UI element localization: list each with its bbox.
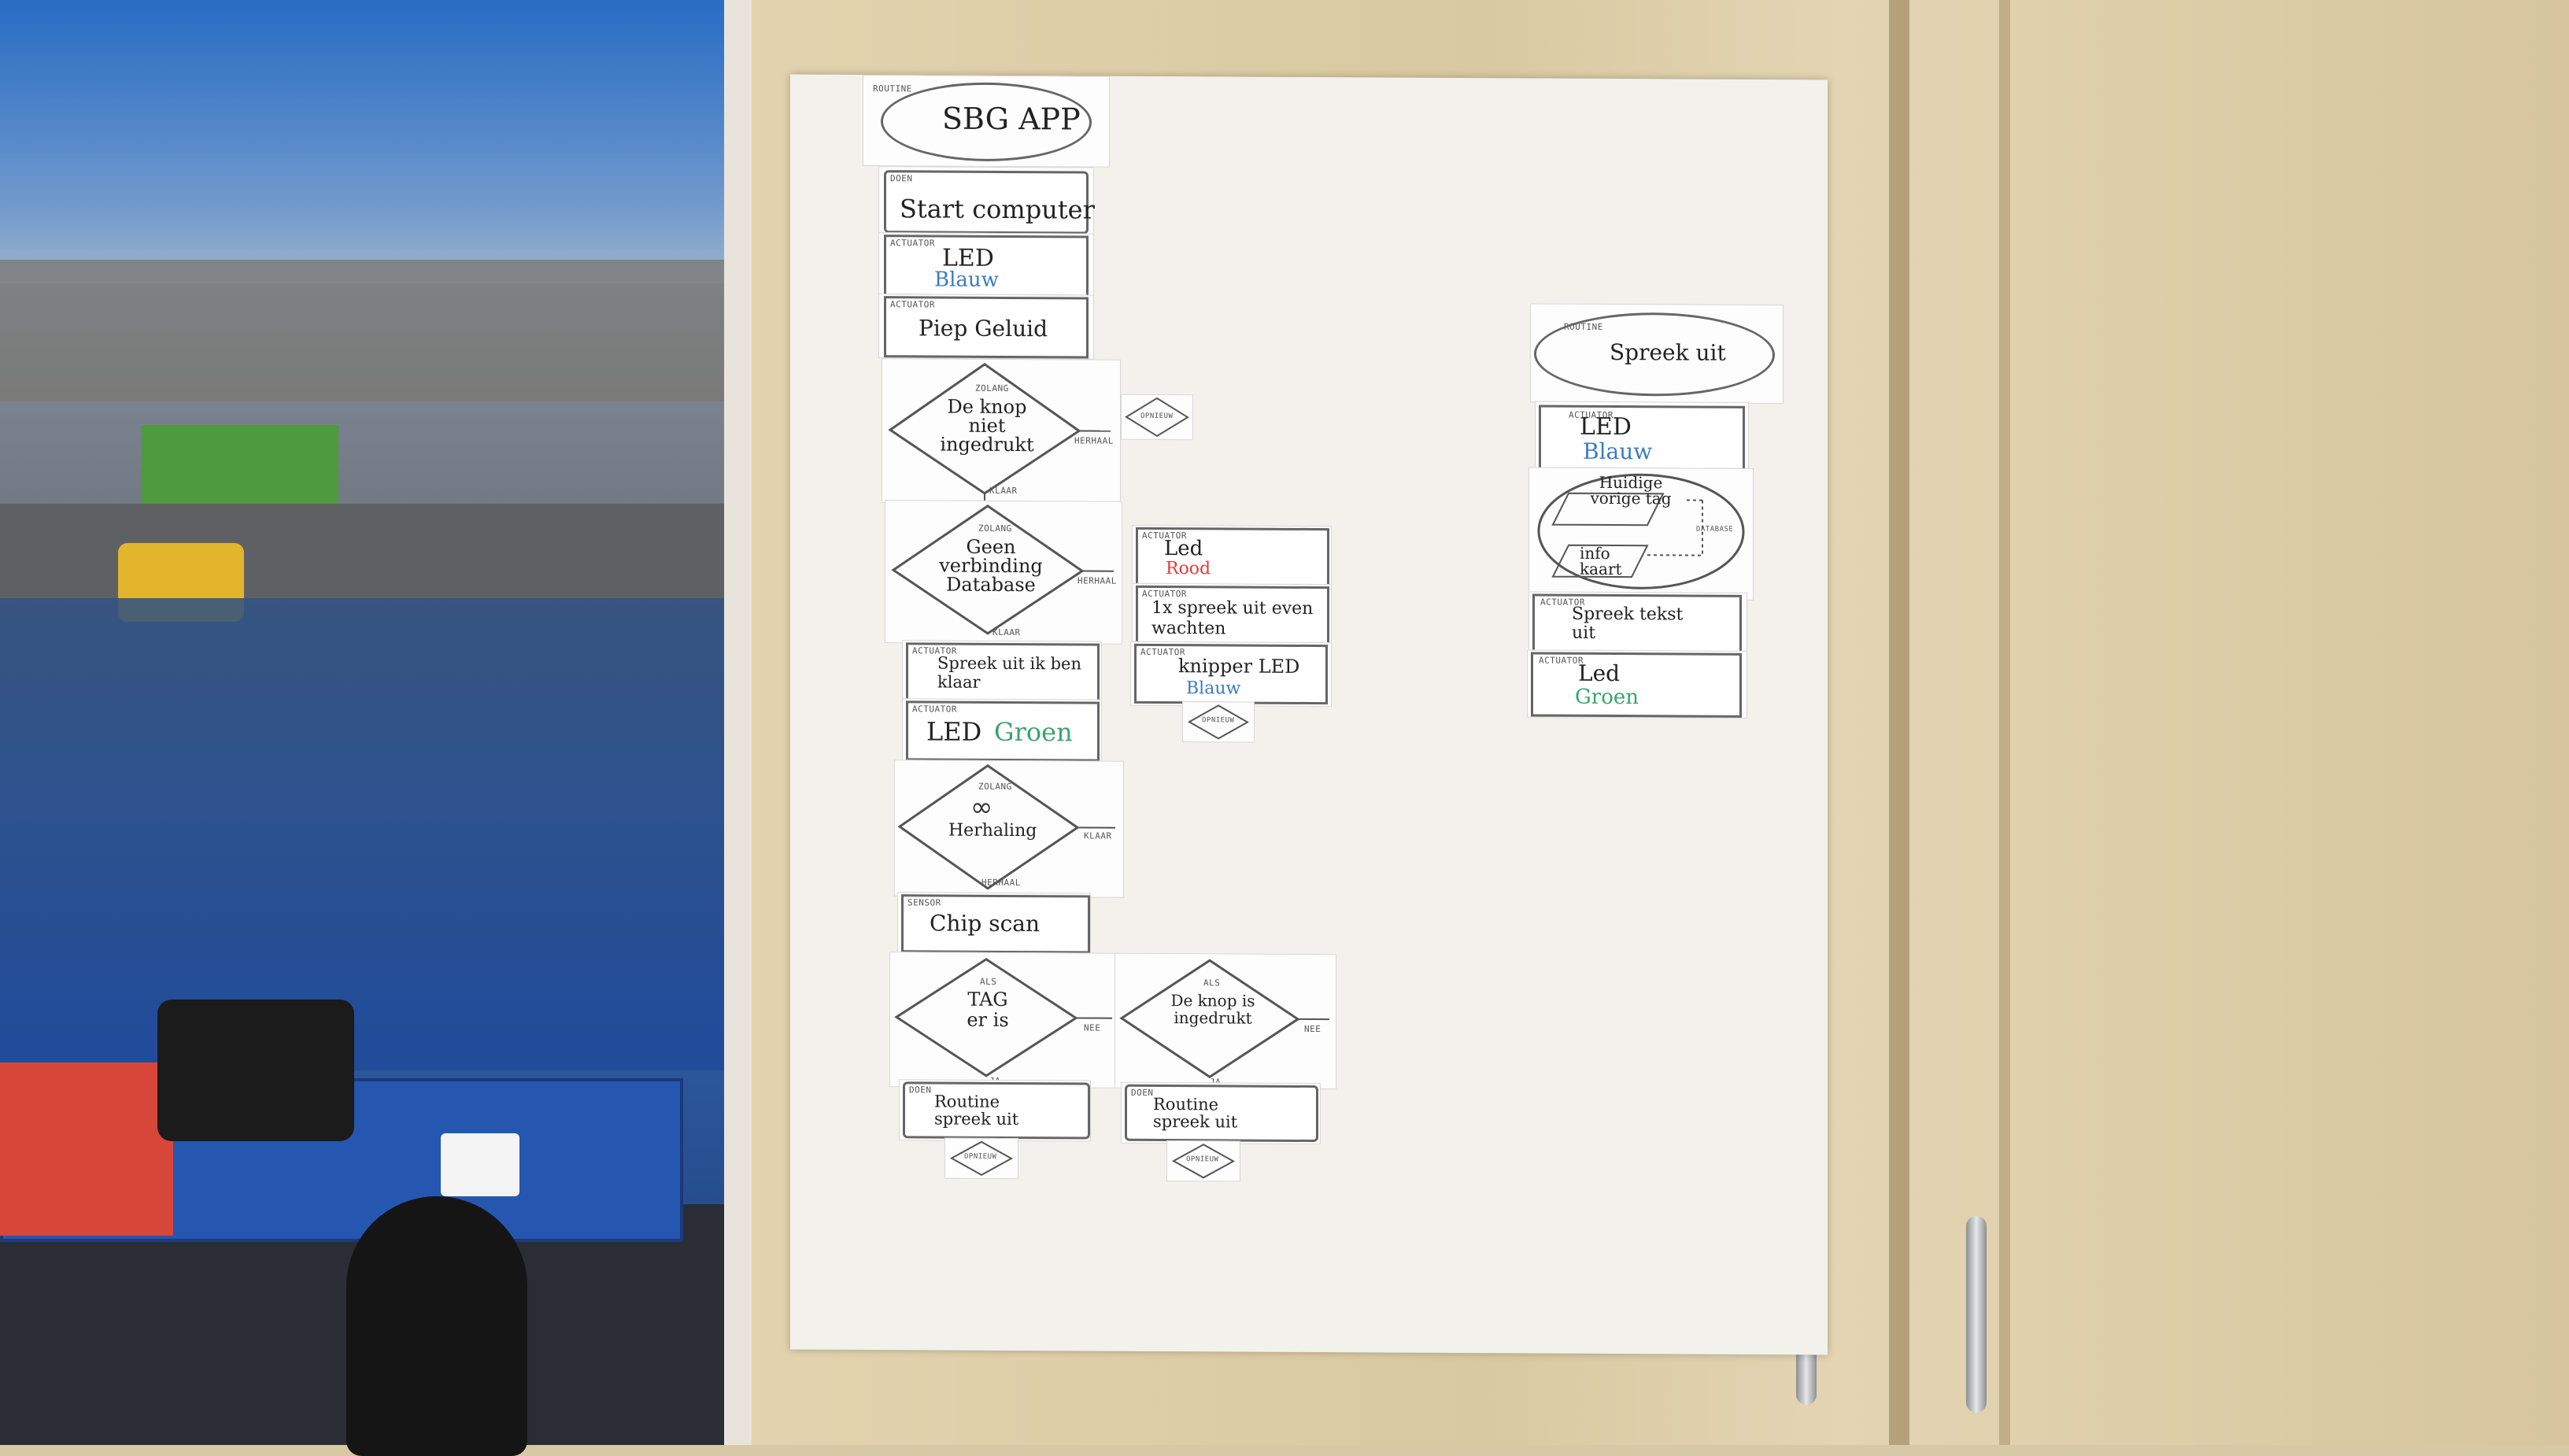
- block-text: Led: [1578, 660, 1620, 686]
- block-led-rood: ACTUATOR Led Rood: [1132, 525, 1332, 587]
- tag-label: DOEN: [890, 173, 913, 183]
- block-color-text: Blauw: [934, 268, 999, 292]
- block-piep-geluid: ACTUATOR Piep Geluid: [878, 294, 1094, 359]
- tag-label: ACTUATOR: [1539, 656, 1584, 666]
- repeat-marker: OPNIEUW: [1166, 1140, 1240, 1181]
- loop-right-label: HERHAAL: [1074, 435, 1114, 445]
- road: [0, 504, 724, 598]
- block-text: Spreek tekst uit: [1572, 605, 1690, 644]
- svg-text:∞: ∞: [970, 792, 992, 823]
- block-routine-spreek-uit: DOEN Routine spreek uit: [1121, 1082, 1321, 1144]
- block-text: 1x spreek uit even wachten: [1151, 598, 1317, 640]
- tag-label: ACTUATOR: [912, 704, 957, 714]
- routine-title: Spreek uit: [1610, 339, 1726, 366]
- tag-label: ACTUATOR: [890, 238, 935, 248]
- repeat-marker: OPNIEUW: [1121, 394, 1193, 440]
- block-text: Spreek uit ik ben klaar: [937, 654, 1087, 693]
- block-color-text: Blauw: [1583, 438, 1652, 464]
- block-led-groen: ACTUATOR LED Groen: [902, 698, 1102, 762]
- tag-label: OPNIEUW: [1202, 716, 1234, 724]
- block-routine-spreek-uit: DOEN Routine spreek uit: [899, 1079, 1091, 1141]
- loop-condition: Herhaling: [948, 821, 1037, 841]
- database-block: Huidige vorige tag info kaart DATABASE: [1528, 467, 1754, 600]
- loop-bottom-label: KLAAR: [989, 486, 1018, 496]
- flowchart-poster: ROUTINE SBG APP DOEN Start computer ACTU…: [790, 75, 1828, 1355]
- green-building: [142, 425, 338, 512]
- tag-label: ALS: [1203, 977, 1220, 988]
- repeat-marker: OPNIEUW: [1182, 701, 1255, 742]
- door-handle-right[interactable]: [1966, 1216, 1987, 1413]
- if-right-label: NEE: [1304, 1024, 1321, 1034]
- tag-label: ZOLANG: [978, 523, 1012, 534]
- block-knipper-led: ACTUATOR knipper LED Blauw: [1130, 641, 1332, 707]
- routine-title: SBG APP: [942, 102, 1081, 137]
- tag-label: DATABASE: [1696, 526, 1733, 534]
- database-info: info kaart: [1580, 545, 1643, 577]
- repeat-marker: OPNIEUW: [944, 1138, 1018, 1179]
- tag-label: ZOLANG: [975, 383, 1009, 394]
- block-spreek-tekst: ACTUATOR Spreek tekst uit: [1528, 591, 1747, 656]
- loop-right-label: HERHAAL: [1078, 575, 1117, 586]
- tag-label: OPNIEUW: [1186, 1155, 1218, 1163]
- block-led-blauw-right: ACTUATOR LED Blauw: [1535, 401, 1749, 473]
- if-right-label: NEE: [1084, 1023, 1100, 1033]
- block-led-blauw: ACTUATOR LED Blauw: [878, 232, 1094, 297]
- block-start-computer: DOEN Start computer: [878, 166, 1094, 238]
- distant-buildings: [0, 260, 724, 401]
- if-condition: TAG er is: [956, 989, 1019, 1030]
- tag-label: SENSOR: [907, 897, 941, 907]
- block-color-text: Groen: [994, 717, 1073, 748]
- routine-sbg-app: ROUTINE SBG APP: [863, 75, 1110, 168]
- if-de-knop-ingedrukt: ALS De knop is ingedrukt NEE JA: [1114, 953, 1336, 1089]
- tag-label: OPNIEUW: [964, 1153, 996, 1161]
- tag-label: DOEN: [909, 1085, 932, 1095]
- block-text: LED: [1580, 413, 1632, 441]
- block-text: Piep Geluid: [919, 315, 1048, 342]
- tag-label: ROUTINE: [873, 83, 912, 94]
- loop-geen-verbinding: ZOLANG Geen verbinding Database HERHAAL …: [885, 500, 1122, 645]
- block-text: Start computer: [900, 194, 1095, 224]
- block-color-text: Rood: [1166, 559, 1211, 578]
- window-frame: [724, 0, 756, 1445]
- loop-de-knop-niet-ingedrukt: ZOLANG De knop niet ingedrukt HERHAAL KL…: [882, 358, 1121, 504]
- block-text: Chip scan: [930, 910, 1040, 937]
- if-tag-er-is: ALS TAG er is NEE JA: [889, 952, 1119, 1088]
- loop-condition: De knop niet ingedrukt: [936, 397, 1038, 455]
- loop-right-label: KLAAR: [1084, 831, 1112, 841]
- database-current-tag: Huidige vorige tag: [1588, 475, 1674, 507]
- chair-back: [346, 1196, 527, 1456]
- block-chip-scan: SENSOR Chip scan: [897, 892, 1091, 954]
- block-text: Routine spreek uit: [934, 1093, 1037, 1129]
- block-color-text: Groen: [1575, 686, 1639, 709]
- block-spreek-klaar: ACTUATOR Spreek uit ik ben klaar: [902, 640, 1102, 704]
- if-condition: De knop is ingedrukt: [1158, 992, 1268, 1027]
- door-edge: [1999, 0, 2010, 1445]
- tag-label: ZOLANG: [978, 782, 1012, 792]
- block-text: Routine spreek uit: [1153, 1096, 1255, 1131]
- window-reflection: [0, 598, 724, 1070]
- block-spreek-uit-wachten: ACTUATOR 1x spreek uit even wachten: [1132, 583, 1332, 645]
- block-color-text: Blauw: [1186, 678, 1240, 698]
- tag-label: ALS: [980, 977, 996, 987]
- white-block: [441, 1133, 519, 1196]
- tag-label: ACTUATOR: [890, 299, 935, 309]
- sky: [0, 0, 740, 283]
- loop-bottom-label: HERHAAL: [981, 878, 1021, 888]
- door-gap: [1889, 0, 1909, 1445]
- black-device: [157, 1000, 354, 1141]
- loop-herhaling: ∞ ZOLANG Herhaling KLAAR HERHAAL: [894, 759, 1124, 898]
- block-text: LED: [926, 716, 981, 746]
- tag-label: OPNIEUW: [1140, 412, 1173, 420]
- red-tray: [0, 1062, 173, 1236]
- block-text: Led: [1164, 537, 1203, 560]
- routine-spreek-uit: ROUTINE Spreek uit: [1530, 303, 1784, 404]
- loop-bottom-label: KLAAR: [992, 627, 1021, 637]
- tag-label: DOEN: [1131, 1088, 1154, 1098]
- block-led-groen-right: ACTUATOR Led Groen: [1527, 649, 1747, 718]
- loop-condition: Geen verbinding Database: [936, 538, 1046, 595]
- block-text: knipper LED: [1178, 655, 1299, 678]
